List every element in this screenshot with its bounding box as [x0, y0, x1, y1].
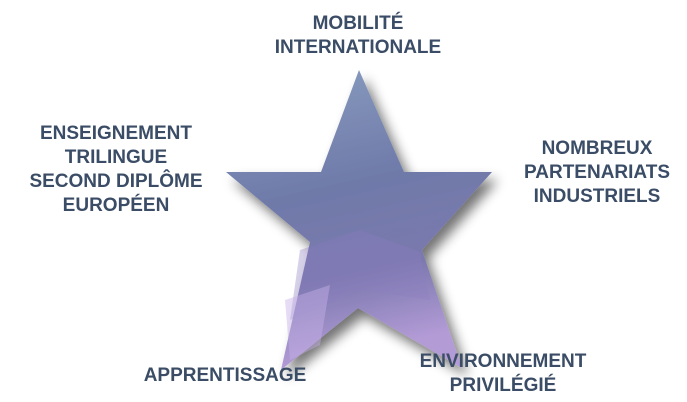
- label-partenariats-industriels: NOMBREUX PARTENARIATS INDUSTRIELS: [502, 137, 687, 209]
- label-line: ENSEIGNEMENT: [39, 123, 193, 144]
- label-line: INDUSTRIELS: [533, 186, 661, 207]
- label-line: INTERNATIONALE: [274, 37, 442, 58]
- star-texture: [290, 230, 430, 320]
- star-shape: [226, 70, 492, 370]
- label-environnement-privilegie: ENVIRONNEMENT PRIVILÉGIÉ: [388, 350, 618, 398]
- label-line: ENVIRONNEMENT: [419, 351, 587, 372]
- star-highlight: [285, 285, 330, 360]
- label-line: PARTENARIATS: [523, 162, 671, 183]
- label-line: PRIVILÉGIÉ: [449, 375, 557, 396]
- label-mobilite-internationale: MOBILITÉ INTERNATIONALE: [238, 12, 478, 60]
- label-line: TRILINGUE: [64, 147, 168, 168]
- label-line: SECOND DIPLÔME: [29, 171, 203, 192]
- label-line: MOBILITÉ: [312, 13, 404, 34]
- label-apprentissage: APPRENTISSAGE: [120, 364, 330, 388]
- label-line: EUROPÉEN: [62, 195, 170, 216]
- label-line: APPRENTISSAGE: [143, 365, 307, 386]
- label-enseignement-trilingue: ENSEIGNEMENT TRILINGUE SECOND DIPLÔME EU…: [0, 122, 232, 218]
- label-line: NOMBREUX: [541, 138, 653, 159]
